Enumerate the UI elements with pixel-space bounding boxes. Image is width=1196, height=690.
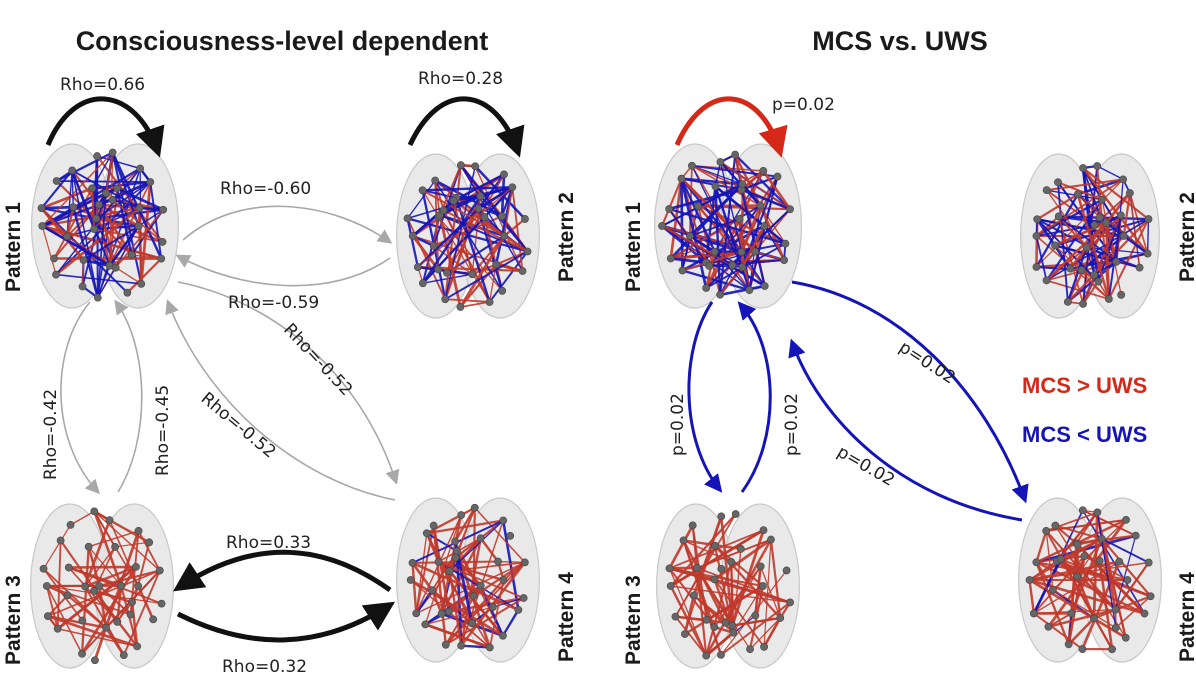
arrow-r-p4-to-p1 (788, 338, 1023, 522)
right-pattern-1-label: Pattern 1 (622, 202, 645, 292)
label-rho-p1-p3: Rho=-0.42 (41, 389, 61, 480)
label-p-p1-self: p=0.02 (772, 95, 835, 115)
brain-right-pattern-3 (655, 503, 801, 669)
arrow-p2-self (407, 96, 525, 158)
label-rho-p3-p4: Rho=0.32 (222, 657, 307, 677)
arrow-p3-to-p4 (176, 601, 396, 643)
label-rho-p1-p4: Rho=-0.52 (279, 320, 356, 400)
label-p-p1-p3: p=0.02 (668, 393, 688, 456)
arrow-p1-to-p4 (177, 281, 400, 485)
arrow-r-p1-to-p3 (687, 301, 723, 493)
arrow-r-p3-to-p1 (737, 301, 772, 493)
brain-network-layer (30, 143, 1163, 669)
brain-right-pattern-1 (653, 143, 803, 309)
left-pattern-2-label: Pattern 2 (555, 192, 578, 282)
brain-left-pattern-2 (395, 153, 541, 319)
label-rho-p4-p3: Rho=0.33 (226, 533, 311, 553)
label-rho-p1-self: Rho=0.66 (60, 75, 145, 95)
left-pattern-3-label: Pattern 3 (2, 575, 25, 665)
right-panel-arrows (674, 96, 1029, 522)
label-rho-p4-p1: Rho=-0.52 (197, 389, 280, 463)
right-pattern-3-label: Pattern 3 (622, 575, 645, 665)
right-panel-title: MCS vs. UWS (812, 26, 988, 56)
label-rho-p2-p1: Rho=-0.59 (228, 293, 319, 313)
label-rho-p2-self: Rho=0.28 (418, 69, 503, 89)
arrow-p1-to-p3 (60, 301, 100, 495)
arrow-p3-to-p1 (114, 299, 143, 493)
left-pattern-4-label: Pattern 4 (555, 572, 578, 662)
arrow-p1-self (45, 96, 165, 158)
arrow-p4-to-p1 (165, 299, 396, 501)
legend-mcs-less: MCS < UWS (1022, 422, 1147, 447)
pattern-labels: Pattern 1 Pattern 2 Pattern 3 Pattern 4 … (2, 192, 1196, 665)
brain-right-pattern-2 (1020, 153, 1160, 319)
left-panel-title: Consciousness-level dependent (76, 26, 489, 56)
brain-left-pattern-4 (395, 497, 541, 663)
arrow-p4-to-p3 (173, 549, 392, 593)
left-panel-arrows (45, 96, 525, 643)
label-rho-p1-p2: Rho=-0.60 (220, 179, 311, 199)
right-pattern-2-label: Pattern 2 (1176, 192, 1196, 282)
label-p-p1-p4: p=0.02 (895, 337, 959, 388)
legend: MCS > UWS MCS < UWS (1022, 373, 1147, 447)
brain-left-pattern-1 (30, 143, 180, 309)
brain-right-pattern-4 (1018, 497, 1163, 663)
label-rho-p3-p1: Rho=-0.45 (153, 385, 173, 476)
arrow-p1-to-p2 (182, 205, 393, 244)
arrow-r-p1-to-p4 (791, 280, 1029, 504)
label-p-p3-p1: p=0.02 (782, 393, 802, 456)
right-pattern-4-label: Pattern 4 (1176, 572, 1196, 662)
arrow-r-p1-self (674, 96, 788, 158)
legend-mcs-greater: MCS > UWS (1022, 373, 1147, 398)
brain-left-pattern-3 (30, 503, 175, 669)
arrow-p2-to-p1 (175, 254, 391, 287)
left-pattern-1-label: Pattern 1 (2, 202, 25, 292)
